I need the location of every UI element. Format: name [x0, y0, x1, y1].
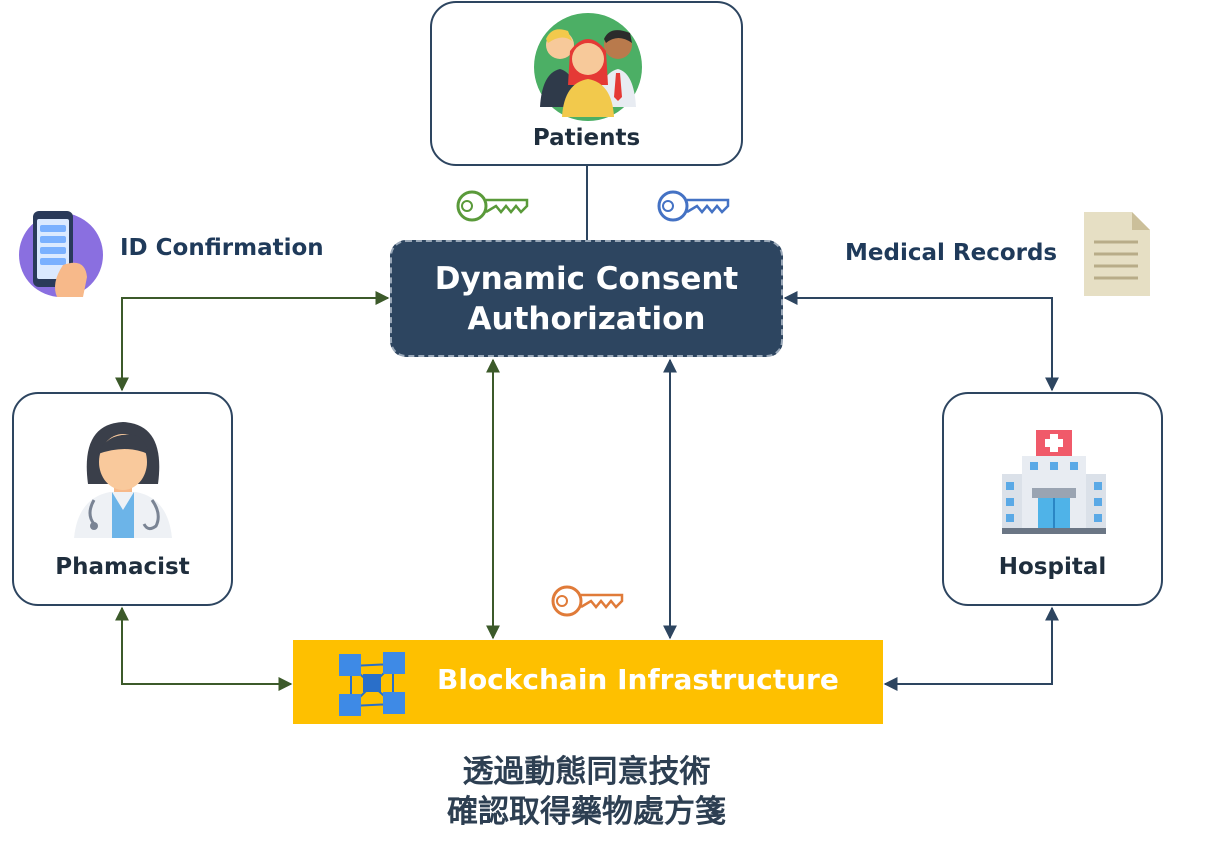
medical-records-label: Medical Records — [845, 240, 1058, 266]
hub-line-2: Authorization — [467, 300, 706, 337]
document-icon — [1084, 212, 1150, 296]
hospital-node: Hospital — [942, 392, 1163, 606]
id-confirmation-label: ID Confirmation — [120, 235, 324, 261]
hub-line-1: Dynamic Consent — [434, 260, 739, 297]
hospital-chain-arrow — [883, 606, 1059, 691]
blockchain-icon — [339, 652, 405, 716]
key-icon — [657, 190, 730, 222]
hospital-icon — [1002, 430, 1106, 534]
blockchain-infrastructure-bar: Blockchain Infrastructure — [293, 640, 883, 724]
hospital-hub-arrow — [783, 291, 1059, 392]
patients-node: Patients — [430, 1, 743, 166]
patients-group-icon — [534, 13, 642, 121]
pharmacist-label: Phamacist — [55, 554, 190, 580]
caption-line-1: 透過動態同意技術 — [462, 754, 711, 790]
caption: 透過動態同意技術 確認取得藥物處方箋 — [390, 752, 783, 832]
phone-id-icon — [19, 211, 103, 297]
hospital-label: Hospital — [998, 554, 1107, 580]
caption-line-2: 確認取得藥物處方箋 — [447, 794, 726, 830]
pharmacist-icon — [74, 422, 172, 538]
key-icon — [551, 585, 624, 617]
pharmacist-node: Phamacist — [12, 392, 233, 606]
blockchain-label: Blockchain Infrastructure — [437, 663, 839, 696]
patients-label: Patients — [532, 125, 641, 151]
pharmacist-chain-arrow — [115, 606, 293, 691]
dynamic-consent-hub: Dynamic Consent Authorization — [390, 240, 783, 357]
pharmacist-hub-arrow — [115, 291, 390, 392]
key-icon — [456, 190, 529, 222]
